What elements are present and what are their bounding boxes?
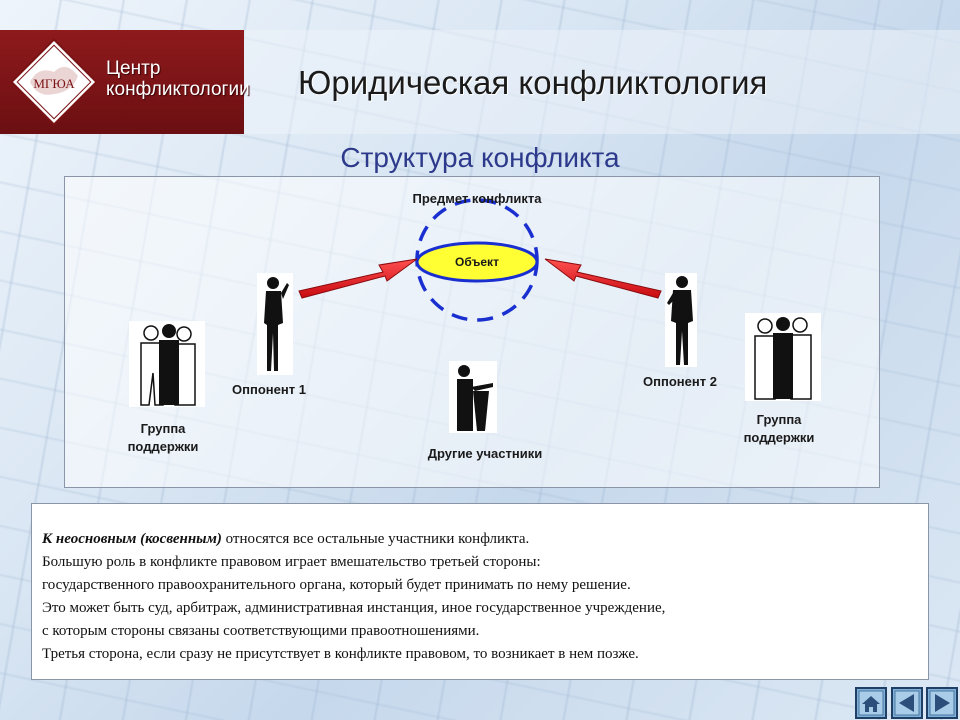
text-emphasis: К неосновным (косвенным) bbox=[42, 531, 222, 547]
triangle-right-icon bbox=[935, 694, 950, 712]
text-line-5: с которым стороны связаны соответствующи… bbox=[42, 623, 480, 639]
text-line-1-rest: относятся все остальные участники конфли… bbox=[221, 531, 530, 547]
text-line-4: Это может быть суд, арбитраж, администра… bbox=[42, 600, 666, 616]
slide-subtitle: Структура конфликта bbox=[340, 142, 620, 173]
opponent1-figure-icon bbox=[257, 273, 293, 375]
support-group-left-line1: Группа bbox=[140, 421, 186, 436]
header-title-panel bbox=[244, 30, 960, 134]
conflict-structure-diagram: Предмет конфликта Объект Оппонент 1 Оппо… bbox=[64, 176, 880, 488]
diagram-canvas bbox=[129, 198, 821, 433]
arrow-opponent2-to-object bbox=[544, 258, 662, 299]
support-group-left-line2: поддержки bbox=[127, 439, 199, 454]
support-group-left-label: Группа поддержки bbox=[111, 420, 215, 456]
arrow-opponent1-to-object bbox=[298, 258, 418, 299]
home-icon bbox=[862, 696, 880, 712]
logo-emblem: МГЮА bbox=[10, 38, 98, 126]
home-button[interactable] bbox=[855, 687, 887, 719]
support-group-right-icon bbox=[745, 313, 821, 401]
center-title: Центр конфликтологии bbox=[106, 58, 250, 100]
text-line-3: государственного правоохранительного орг… bbox=[42, 577, 631, 593]
header: МГЮА Центр конфликтологии Юридическая ко… bbox=[0, 0, 960, 135]
support-group-right-line2: поддержки bbox=[743, 430, 815, 445]
object-label: Объект bbox=[455, 255, 499, 269]
next-slide-button[interactable] bbox=[926, 687, 958, 719]
center-title-line1: Центр bbox=[106, 58, 161, 79]
text-line-6: Третья сторона, если сразу не присутству… bbox=[42, 646, 639, 662]
support-group-right-line1: Группа bbox=[756, 412, 802, 427]
logo-text: МГЮА bbox=[33, 76, 75, 91]
other-participants-label: Другие участники bbox=[427, 446, 543, 461]
opponent2-figure-icon bbox=[665, 273, 697, 367]
support-group-left-icon bbox=[129, 321, 205, 407]
other-participants-speaker-icon bbox=[449, 361, 497, 433]
support-group-right-label: Группа поддержки bbox=[727, 411, 831, 447]
text-line-2: Большую роль в конфликте правовом играет… bbox=[42, 554, 541, 570]
center-title-line2: конфликтологии bbox=[106, 79, 250, 100]
opponent1-label: Оппонент 1 bbox=[232, 382, 306, 397]
previous-slide-button[interactable] bbox=[891, 687, 923, 719]
text-line-1: К неосновным (косвенным) относятся все о… bbox=[42, 528, 918, 551]
object-ellipse bbox=[415, 241, 539, 283]
page-title: Юридическая конфликтология bbox=[298, 64, 768, 101]
triangle-left-icon bbox=[899, 694, 914, 712]
explanation-text-box: К неосновным (косвенным) относятся все о… bbox=[31, 503, 929, 680]
opponent2-label: Оппонент 2 bbox=[643, 374, 717, 389]
subject-label: Предмет конфликта bbox=[412, 191, 542, 206]
